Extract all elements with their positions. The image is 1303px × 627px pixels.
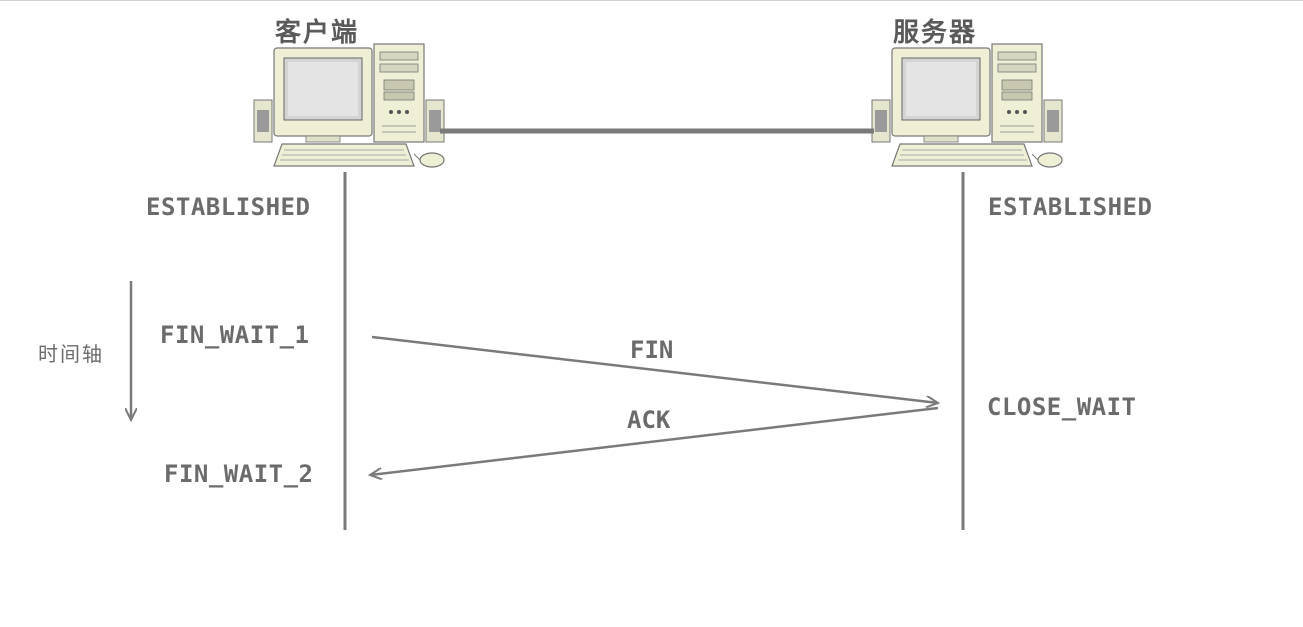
fin-arrow [371, 335, 938, 403]
client-state-fin-wait-2: FIN_WAIT_2 [164, 460, 314, 488]
server-computer-icon [871, 43, 1063, 168]
ack-arrow [370, 406, 939, 475]
top-border [0, 0, 1303, 1]
client-state-established: ESTABLISHED [146, 193, 311, 221]
client-title: 客户端 [275, 18, 360, 48]
fin-label: FIN [630, 336, 674, 364]
client-computer-icon [253, 43, 445, 168]
server-state-established: ESTABLISHED [988, 193, 1153, 221]
server-state-close-wait: CLOSE_WAIT [987, 393, 1137, 421]
ack-label: ACK [627, 406, 671, 434]
timeline-label: 时间轴 [38, 342, 104, 366]
server-title: 服务器 [893, 18, 978, 48]
client-state-fin-wait-1: FIN_WAIT_1 [160, 321, 310, 349]
